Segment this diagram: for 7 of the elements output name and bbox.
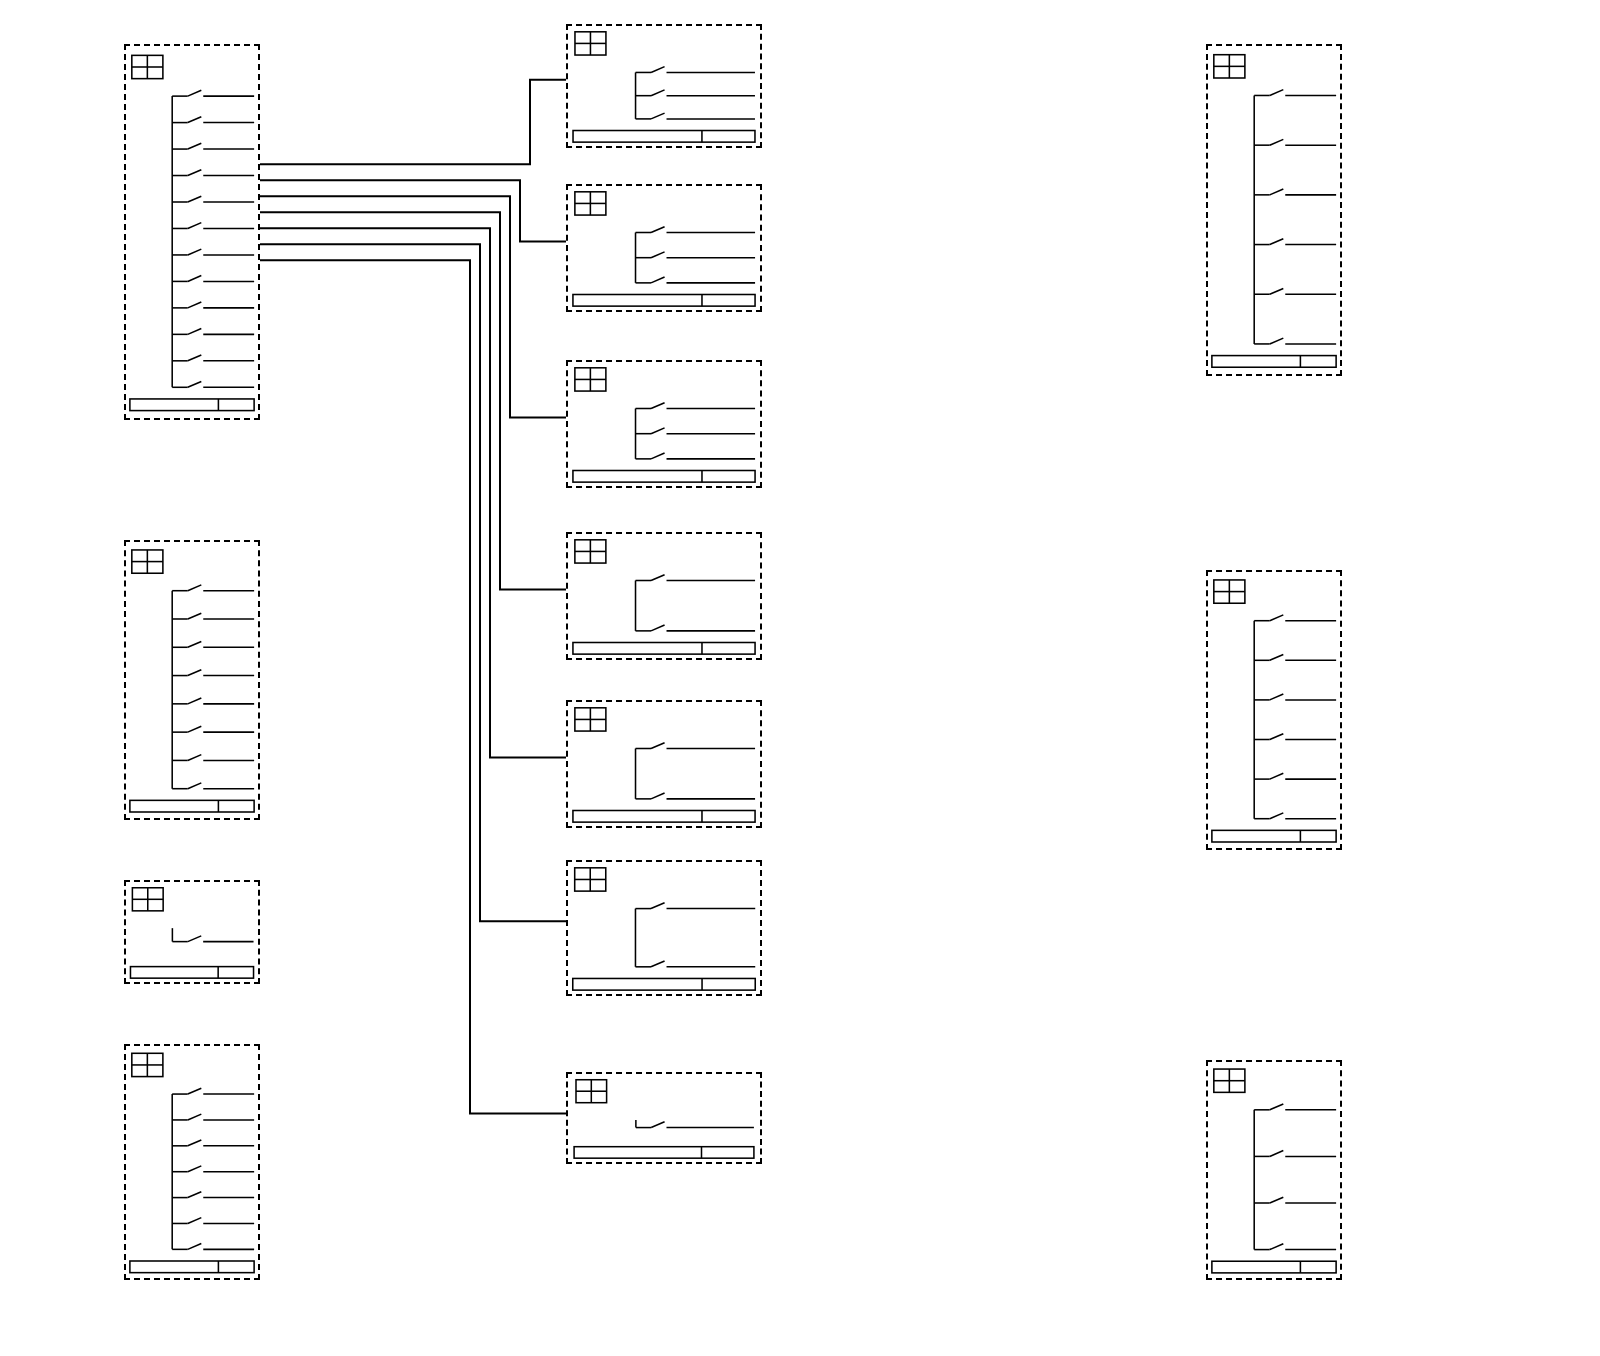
cable-line (259, 195, 567, 419)
cable-line (259, 227, 567, 759)
cable-line (259, 259, 567, 1115)
cable-line (259, 211, 567, 591)
cable-line (259, 78, 567, 166)
cable-line (259, 243, 567, 923)
cable-line (259, 179, 567, 243)
